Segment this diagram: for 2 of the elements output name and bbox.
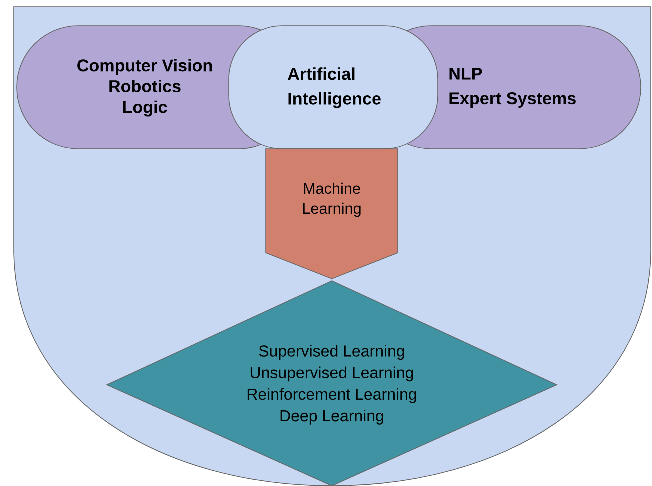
pentagon-box: Machine Learning <box>266 148 398 280</box>
rounded-box: Artificial Intelligence <box>228 26 438 150</box>
